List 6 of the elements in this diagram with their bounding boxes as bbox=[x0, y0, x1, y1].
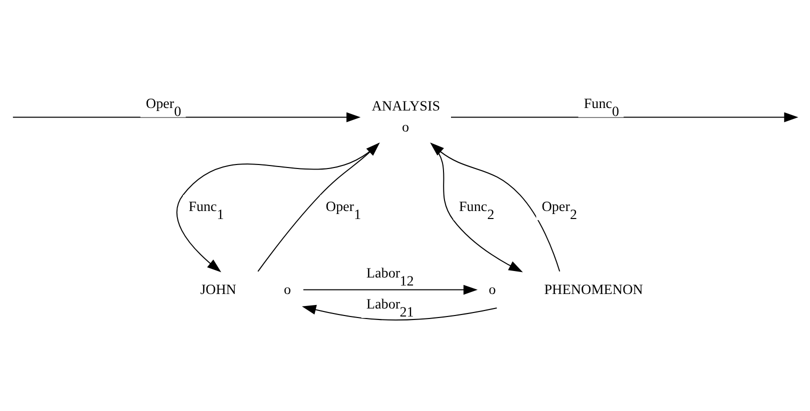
node-label: ANALYSIS bbox=[372, 98, 440, 114]
node-text: o bbox=[402, 120, 410, 136]
node-text: o bbox=[488, 282, 496, 298]
node-label: PHENOMENON bbox=[544, 282, 644, 298]
node-label: JOHN bbox=[200, 282, 236, 298]
node-text: o bbox=[284, 282, 291, 298]
